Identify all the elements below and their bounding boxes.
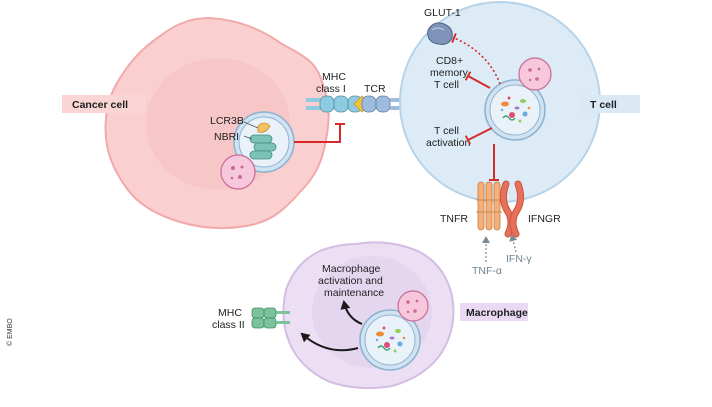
mhc-class-ii [251,307,290,329]
cancer-cell-label-bg [62,95,146,113]
nbri-label: NBRI [214,131,239,143]
glut1-label: GLUT-1 [424,7,461,19]
t-cell-label: T cell [590,99,617,111]
mhc2-label-line1: MHC [218,307,242,319]
cd8-label-line1: CD8+ [436,55,463,67]
tcr-receptor [361,95,404,113]
tnf-alpha-label: TNF-α [472,265,502,277]
ifngr-receptor [499,180,525,238]
copyright-label: © EMBO [6,318,14,346]
macrophage-label: Macrophage [466,307,528,319]
tcell-activation-line1: T cell [434,125,459,137]
nbri-protein [249,134,277,160]
tnfr-receptor [476,181,502,231]
ifn-gamma-arrow [509,234,518,253]
tnfr-label: TNFR [440,213,468,225]
arrow-to-mac-activation [340,300,363,325]
lysosome-icon [518,57,552,91]
tcell-activation-line2: activation [426,137,471,149]
mhc1-label-line1: MHC [322,71,346,83]
inhibition-arrow-cd8 [464,71,491,89]
mac-activation-line3: maintenance [324,287,384,299]
tcr-label: TCR [364,83,386,95]
autophagosome-icon [359,309,421,371]
autophagosome-icon [484,79,546,141]
mac-activation-line1: Macrophage [322,263,381,275]
lcr3b-leader [243,121,259,129]
lysosome-icon [220,154,256,190]
cd8-label-line2: memory [430,67,469,79]
cd8-label-line3: T cell [434,79,459,91]
mhc1-label-line2: class I [316,83,346,95]
ifngr-label: IFNGR [528,213,561,225]
mhc2-label-line2: class II [212,319,245,331]
t-cell: CD8+ memory T cell T cell activation T c… [399,1,640,203]
inhibition-arrow-glut1 [451,32,501,85]
lcr3b-protein [257,122,271,133]
mac-activation-line2: activation and [318,275,383,287]
cancer-cell-label: Cancer cell [72,99,128,111]
nbri-leader [243,135,253,140]
glut1-transporter-icon [427,22,453,45]
cancer-cell: LCR3B NBRI Cancer cell [62,16,345,230]
inhibition-arrow-tcell-activation [464,127,493,145]
ifn-gamma-label: IFN-γ [506,253,532,265]
inhibition-arrow-mhc1 [294,123,345,143]
t-cell-label-bg [578,95,640,113]
lysosome-icon [397,290,429,322]
macrophage: Macrophage activation and maintenance Ma… [282,241,528,390]
arrow-to-mhc2 [300,332,359,352]
macrophage-label-bg [460,303,528,321]
lcr3b-label: LCR3B [210,115,244,127]
